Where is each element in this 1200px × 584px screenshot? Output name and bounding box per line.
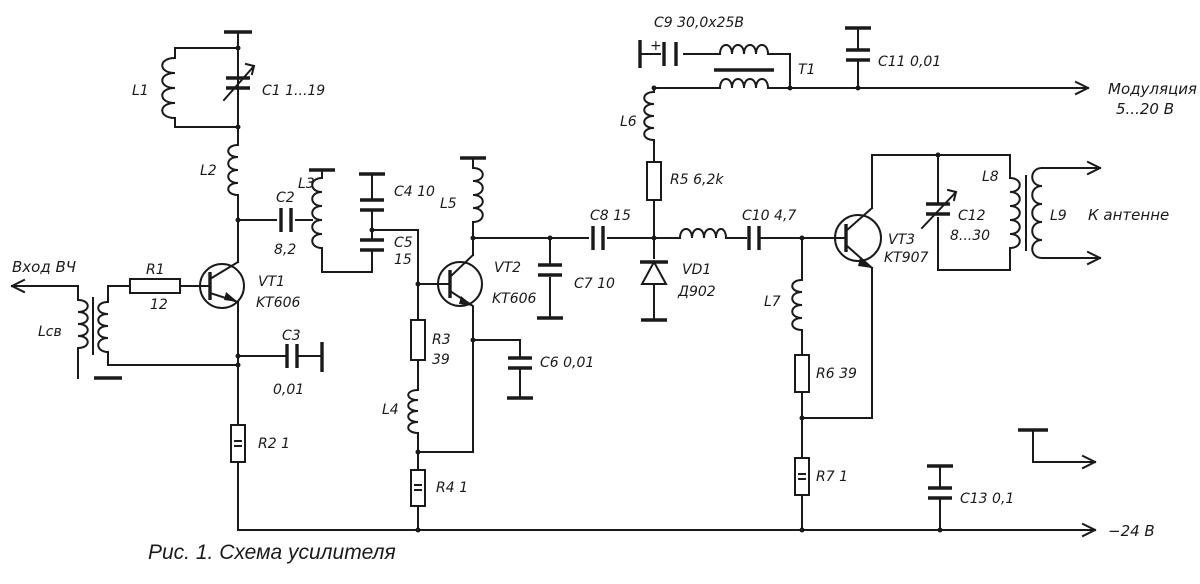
label-C13: C13 0,1 xyxy=(960,491,1014,507)
inductor-L8 xyxy=(1008,176,1021,250)
label-VT2-name: VT2 xyxy=(494,260,521,276)
plus-sign: + xyxy=(650,38,662,54)
resistor-R4 xyxy=(410,469,426,507)
label-L3: L3 xyxy=(298,176,315,192)
inductor-L4 xyxy=(407,388,420,435)
transistor-VT2 xyxy=(437,261,483,307)
label-C6: C6 0,01 xyxy=(540,355,594,371)
wiring xyxy=(107,27,1101,531)
label-L5: L5 xyxy=(440,196,457,212)
label-L2: L2 xyxy=(200,163,217,179)
junction-dots xyxy=(235,45,943,533)
label-C2-name: C2 xyxy=(276,190,295,206)
resistor-R6 xyxy=(794,354,810,393)
inductors xyxy=(11,44,1044,435)
inductor-L3 xyxy=(311,176,324,250)
ground-bars xyxy=(94,26,1048,468)
label-L7: L7 xyxy=(764,294,781,310)
resistor-R7 xyxy=(794,457,810,496)
capacitors xyxy=(222,42,958,500)
label-C5-value: 15 xyxy=(394,252,412,268)
label-C10: C10 4,7 xyxy=(742,208,796,224)
inductor-L9 xyxy=(1031,166,1044,260)
label-VT3-name: VT3 xyxy=(888,232,915,248)
resistor-R3 xyxy=(410,319,426,361)
antenna-label: К антенне xyxy=(1088,206,1169,224)
modulation-label: Модуляция xyxy=(1108,80,1197,98)
label-C7: C7 10 xyxy=(574,276,615,292)
label-L8: L8 xyxy=(982,169,999,185)
label-R6: R6 39 xyxy=(816,366,857,382)
label-R1-name: R1 xyxy=(146,262,165,278)
arrows xyxy=(10,80,1102,538)
terminal-labels: Вход ВЧ Модуляция 5...20 В К антенне −24… xyxy=(12,80,1197,540)
label-L9: L9 xyxy=(1050,208,1067,224)
label-R4: R4 1 xyxy=(436,480,468,496)
label-L6: L6 xyxy=(620,114,637,130)
label-C12-name: C12 xyxy=(958,208,986,224)
rf-input-label: Вход ВЧ xyxy=(12,258,76,276)
transformer-T1-bottom xyxy=(718,78,770,90)
resistors xyxy=(129,161,810,507)
label-C8: C8 15 xyxy=(590,208,631,224)
transistor-VT3 xyxy=(834,214,882,262)
label-C3-value: 0,01 xyxy=(273,382,304,398)
figure-caption: Рис. 1. Схема усилителя xyxy=(148,541,396,564)
inductor-L2 xyxy=(227,143,240,197)
label-R3-value: 39 xyxy=(432,352,450,368)
resistor-R5 xyxy=(646,161,662,201)
resistor-R1 xyxy=(129,278,181,294)
label-Lsv: Lсв xyxy=(38,324,62,340)
inductor-series xyxy=(678,228,728,240)
label-C1: C1 1...19 xyxy=(262,83,325,99)
label-C5-name: C5 xyxy=(394,235,413,251)
inductor-L7 xyxy=(791,278,804,332)
label-C4: C4 10 xyxy=(394,184,435,200)
inductor-Lsv-primary xyxy=(76,298,89,350)
label-C3-name: C3 xyxy=(282,328,301,344)
label-T1: T1 xyxy=(798,62,815,78)
transformer-T1-top xyxy=(718,44,770,56)
label-L4: L4 xyxy=(382,402,399,418)
inductor-L5 xyxy=(471,166,484,224)
label-C9: C9 30,0x25B xyxy=(654,15,744,31)
label-R2: R2 1 xyxy=(258,436,290,452)
label-R5: R5 6,2k xyxy=(670,172,724,188)
transistors xyxy=(199,206,882,341)
label-R3-name: R3 xyxy=(432,332,451,348)
label-VD1-name: VD1 xyxy=(682,262,711,278)
supply-label: −24 В xyxy=(1108,522,1155,540)
inductor-L1 xyxy=(161,56,177,120)
inductor-Lsv-secondary xyxy=(97,300,110,354)
label-VT2-type: KT606 xyxy=(492,291,537,307)
diode-VD1 xyxy=(640,259,668,285)
label-VT1-type: KT606 xyxy=(256,295,301,311)
label-VT3-type: KT907 xyxy=(884,250,929,266)
label-R7: R7 1 xyxy=(816,469,848,485)
label-C11: C11 0,01 xyxy=(878,54,941,70)
inductor-L6 xyxy=(643,90,656,142)
label-C2-value: 8,2 xyxy=(274,242,296,258)
label-R1-value: 12 xyxy=(150,297,168,313)
modulation-voltage-label: 5...20 В xyxy=(1116,100,1174,118)
label-L1: L1 xyxy=(132,83,149,99)
label-C12-value: 8...30 xyxy=(950,228,990,244)
component-labels: L1 C1 1...19 L2 C2 8,2 L3 C4 10 C5 15 L5… xyxy=(38,15,1067,507)
label-VT1-name: VT1 xyxy=(258,274,285,290)
resistor-R2 xyxy=(230,424,246,463)
label-VD1-type: Д902 xyxy=(677,284,716,300)
